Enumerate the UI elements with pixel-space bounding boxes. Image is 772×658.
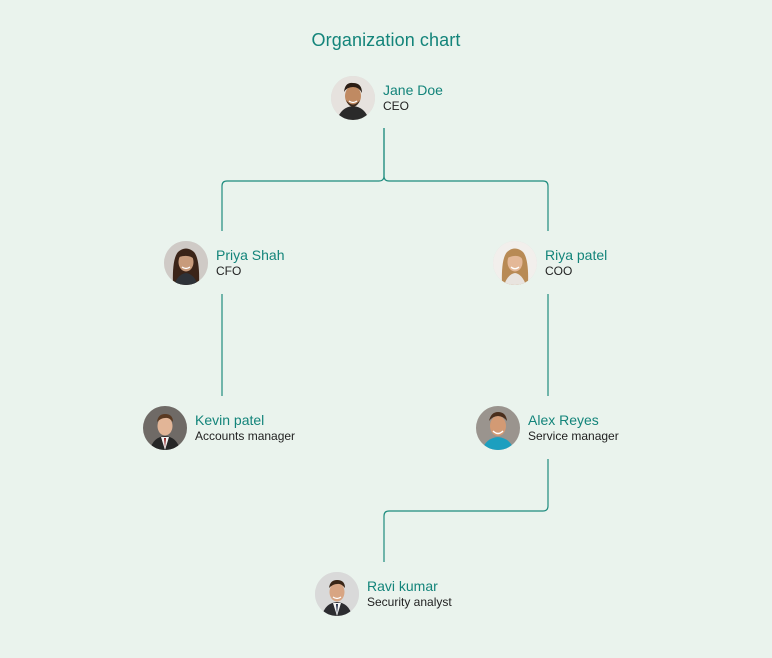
node-role: CEO [383,99,410,113]
node-name: Ravi kumar [367,578,438,594]
node-name: Kevin patel [195,412,265,428]
node-name: Priya Shah [216,247,285,263]
connector-jane-to-priya [221,128,385,231]
org-node-priya-shah[interactable]: Priya Shah CFO [164,241,284,285]
node-role: Accounts manager [195,429,296,443]
org-node-jane-doe[interactable]: Jane Doe CEO [331,76,443,120]
avatar-riya-patel [493,241,537,285]
node-name: Alex Reyes [528,412,599,428]
avatar-ravi-kumar [315,572,359,616]
org-node-kevin-patel[interactable]: Kevin patel Accounts manager [143,406,295,450]
node-role: Service manager [528,429,619,443]
chart-title: Organization chart [311,30,461,50]
org-node-ravi-kumar[interactable]: Ravi kumar Security analyst [315,572,452,616]
node-role: CFO [216,264,242,278]
node-name: Jane Doe [383,82,443,98]
avatar-kevin-patel [143,406,187,450]
connector-jane-to-riya [383,128,549,231]
avatar-alex-reyes [476,406,520,450]
node-name: Riya patel [545,247,608,263]
org-node-alex-reyes[interactable]: Alex Reyes Service manager [476,406,619,450]
avatar-jane-doe [331,76,375,120]
org-node-riya-patel[interactable]: Riya patel COO [493,241,607,285]
connector-alex-to-ravi [383,459,549,562]
node-role: COO [545,264,573,278]
avatar-priya-shah [164,241,208,285]
node-role: Security analyst [367,595,452,609]
